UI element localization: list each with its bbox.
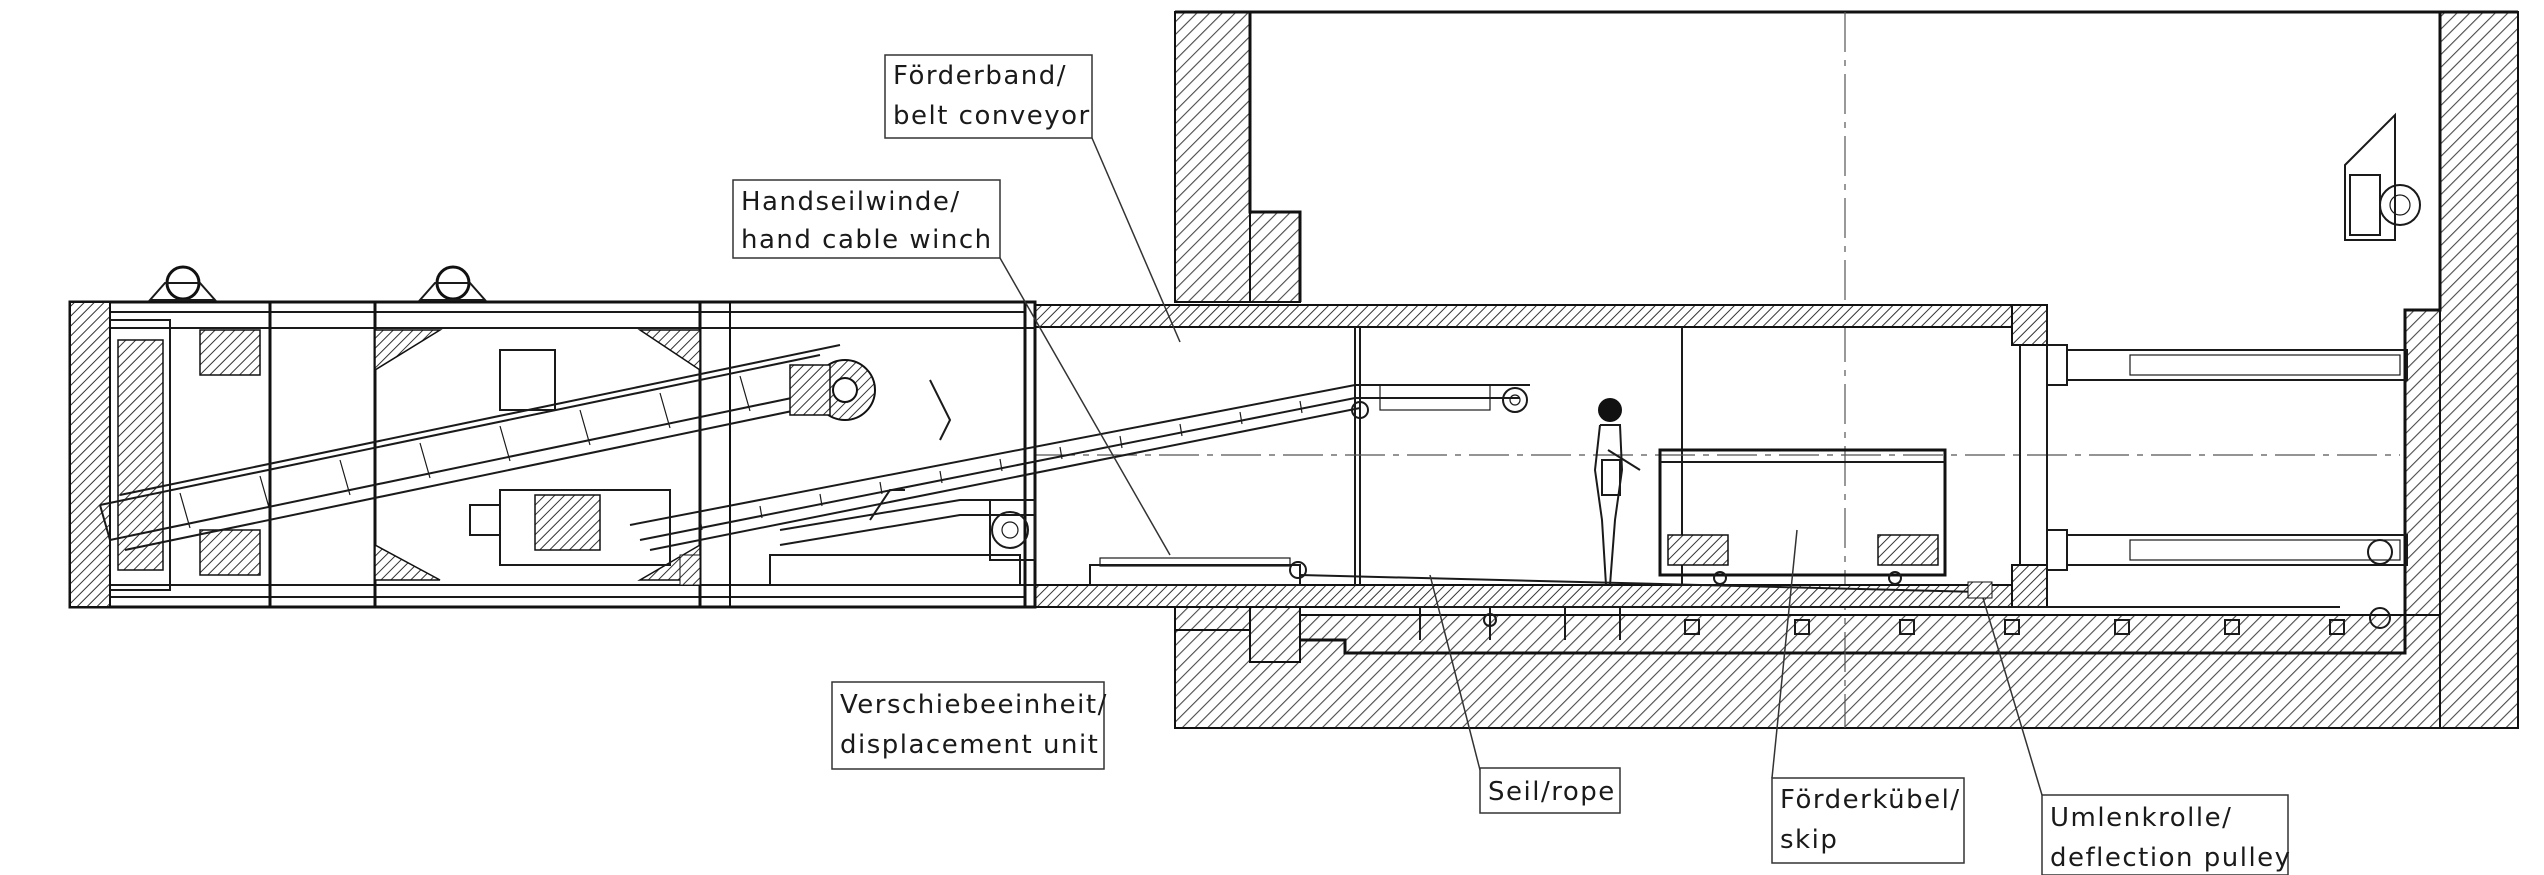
label-pulley-line2: deflection pulley <box>2050 843 2292 873</box>
label-belt-conveyor-line2: belt conveyor <box>893 101 1091 131</box>
label-belt-conveyor: Förderband/ belt conveyor <box>884 54 1181 343</box>
skip-drawing <box>1658 448 1947 585</box>
label-displacement-line1: Verschiebeeinheit/ <box>840 690 1108 720</box>
tunnel-pipe <box>1034 304 2400 608</box>
label-hand-winch-line1: Handseilwinde/ <box>741 187 961 217</box>
jacking-cylinders <box>2046 310 2408 629</box>
label-displacement-line2: displacement unit <box>840 730 1099 760</box>
belt-conveyor-drawing <box>629 384 1530 551</box>
person-figure <box>1593 398 1641 586</box>
tunnel-boring-machine <box>68 265 1037 609</box>
floor-supports <box>1360 606 2345 640</box>
label-deflection-pulley: Umlenkrolle/ deflection pulley <box>1979 587 2292 875</box>
label-pulley-line1: Umlenkrolle/ <box>2050 803 2232 833</box>
label-skip: Förderkübel/ skip <box>1771 529 1965 864</box>
hand-winch-drawing <box>1089 557 1307 586</box>
label-hand-winch: Handseilwinde/ hand cable winch <box>732 179 1171 556</box>
label-hand-winch-line2: hand cable winch <box>741 225 993 255</box>
label-displacement-unit: Verschiebeeinheit/ displacement unit <box>831 681 1108 770</box>
label-skip-line2: skip <box>1780 825 1838 855</box>
label-rope-text: Seil/rope <box>1488 777 1616 807</box>
shaft-structure <box>1174 10 2519 729</box>
label-belt-conveyor-line1: Förderband/ <box>893 61 1067 91</box>
label-skip-line1: Förderkübel/ <box>1780 785 1961 815</box>
deflection-pulley-drawing <box>1967 581 1993 599</box>
rope-line <box>1299 574 1981 593</box>
label-rope: Seil/rope <box>1429 574 1621 814</box>
